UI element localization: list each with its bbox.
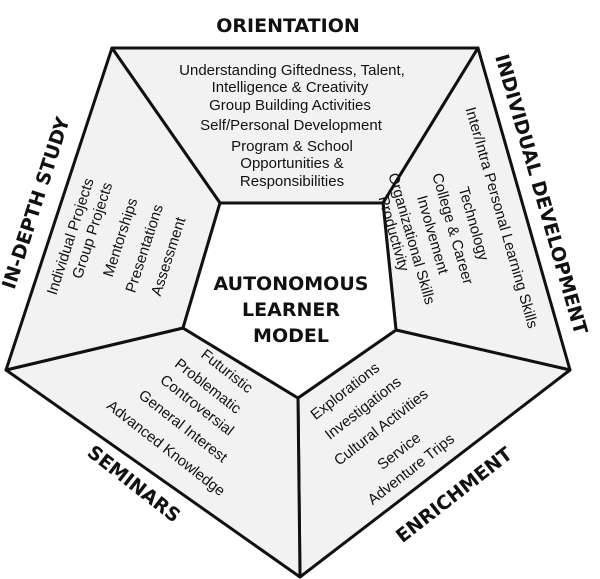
orientation-item: Self/Personal Development <box>200 117 383 134</box>
center-title-line: LEARNER <box>242 299 340 321</box>
center-title-line: MODEL <box>253 325 329 347</box>
orientation-items: Understanding Giftedness, Talent, Intell… <box>179 62 405 190</box>
orientation-heading: ORIENTATION <box>216 15 360 37</box>
center-title: AUTONOMOUS LEARNER MODEL <box>214 273 369 347</box>
orientation-item: Responsibilities <box>240 173 344 190</box>
orientation-item: Opportunities & <box>240 155 343 172</box>
center-pentagon <box>181 201 398 400</box>
orientation-item: Understanding Giftedness, Talent, <box>179 62 405 79</box>
orientation-item: Group Building Activities <box>209 97 371 114</box>
orientation-item: Program & School <box>231 138 353 155</box>
center-title-line: AUTONOMOUS <box>214 273 369 295</box>
orientation-item: Intelligence & Creativity <box>212 79 369 96</box>
